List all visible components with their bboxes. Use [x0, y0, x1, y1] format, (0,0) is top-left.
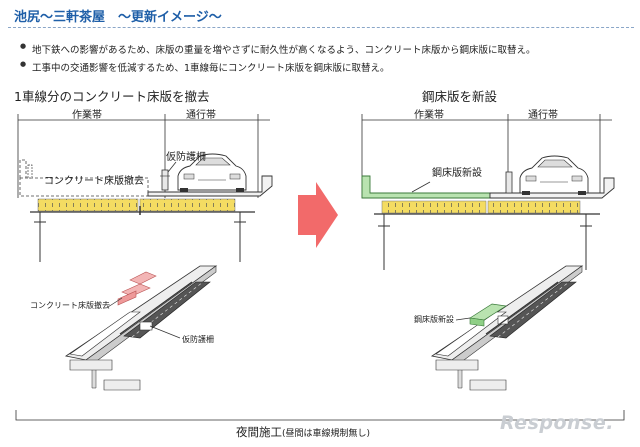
left-removal-label: コンクリート床版撤去	[44, 176, 144, 187]
left-isometric-view	[64, 265, 218, 391]
footer-main: 夜間施工	[236, 425, 282, 439]
footer-note: (昼間は車線規制無し)	[282, 429, 371, 439]
right-new-deck-label: 鋼床版新設	[432, 168, 482, 179]
left-iso-barrier-label: 仮防護柵	[182, 335, 214, 344]
left-barrier-label: 仮防護柵	[166, 152, 206, 163]
footer-bracket	[15, 410, 625, 421]
left-iso-removal-label: コンクリート床版撤去	[30, 301, 110, 310]
left-cross-section	[17, 114, 273, 262]
left-zone-work-label: 作業帯	[72, 110, 102, 121]
header-divider	[8, 27, 634, 28]
right-zone-traffic-label: 通行帯	[528, 110, 558, 121]
right-iso-new-deck-label: 鋼床版新設	[414, 315, 454, 324]
bullet-item-1: 地下鉄への影響があるため、床版の重量を増やさずに耐久性が高くなるよう、コンクリー…	[20, 42, 536, 56]
car-icon	[177, 153, 247, 192]
header: 池尻〜三軒茶屋 〜更新イメージ〜	[0, 0, 640, 28]
page-title: 池尻〜三軒茶屋 〜更新イメージ〜	[14, 10, 222, 25]
right-zone-work-label: 作業帯	[414, 110, 444, 121]
car-icon	[519, 155, 589, 195]
left-zone-traffic-label: 通行帯	[186, 110, 216, 121]
bullet-item-2: 工事中の交通影響を低減するため、1車線毎にコンクリート床版を鋼床版に取替え。	[20, 60, 390, 74]
transition-arrow-icon	[298, 182, 338, 248]
footer-caption: 夜間施工(昼間は車線規制無し)	[236, 424, 370, 440]
right-cross-section	[361, 114, 615, 270]
right-panel-title: 鋼床版を新設	[422, 89, 498, 104]
left-panel-title: 1車線分のコンクリート床版を撤去	[14, 89, 210, 104]
right-isometric-view	[430, 265, 584, 391]
watermark-logo: Response.	[500, 412, 614, 434]
